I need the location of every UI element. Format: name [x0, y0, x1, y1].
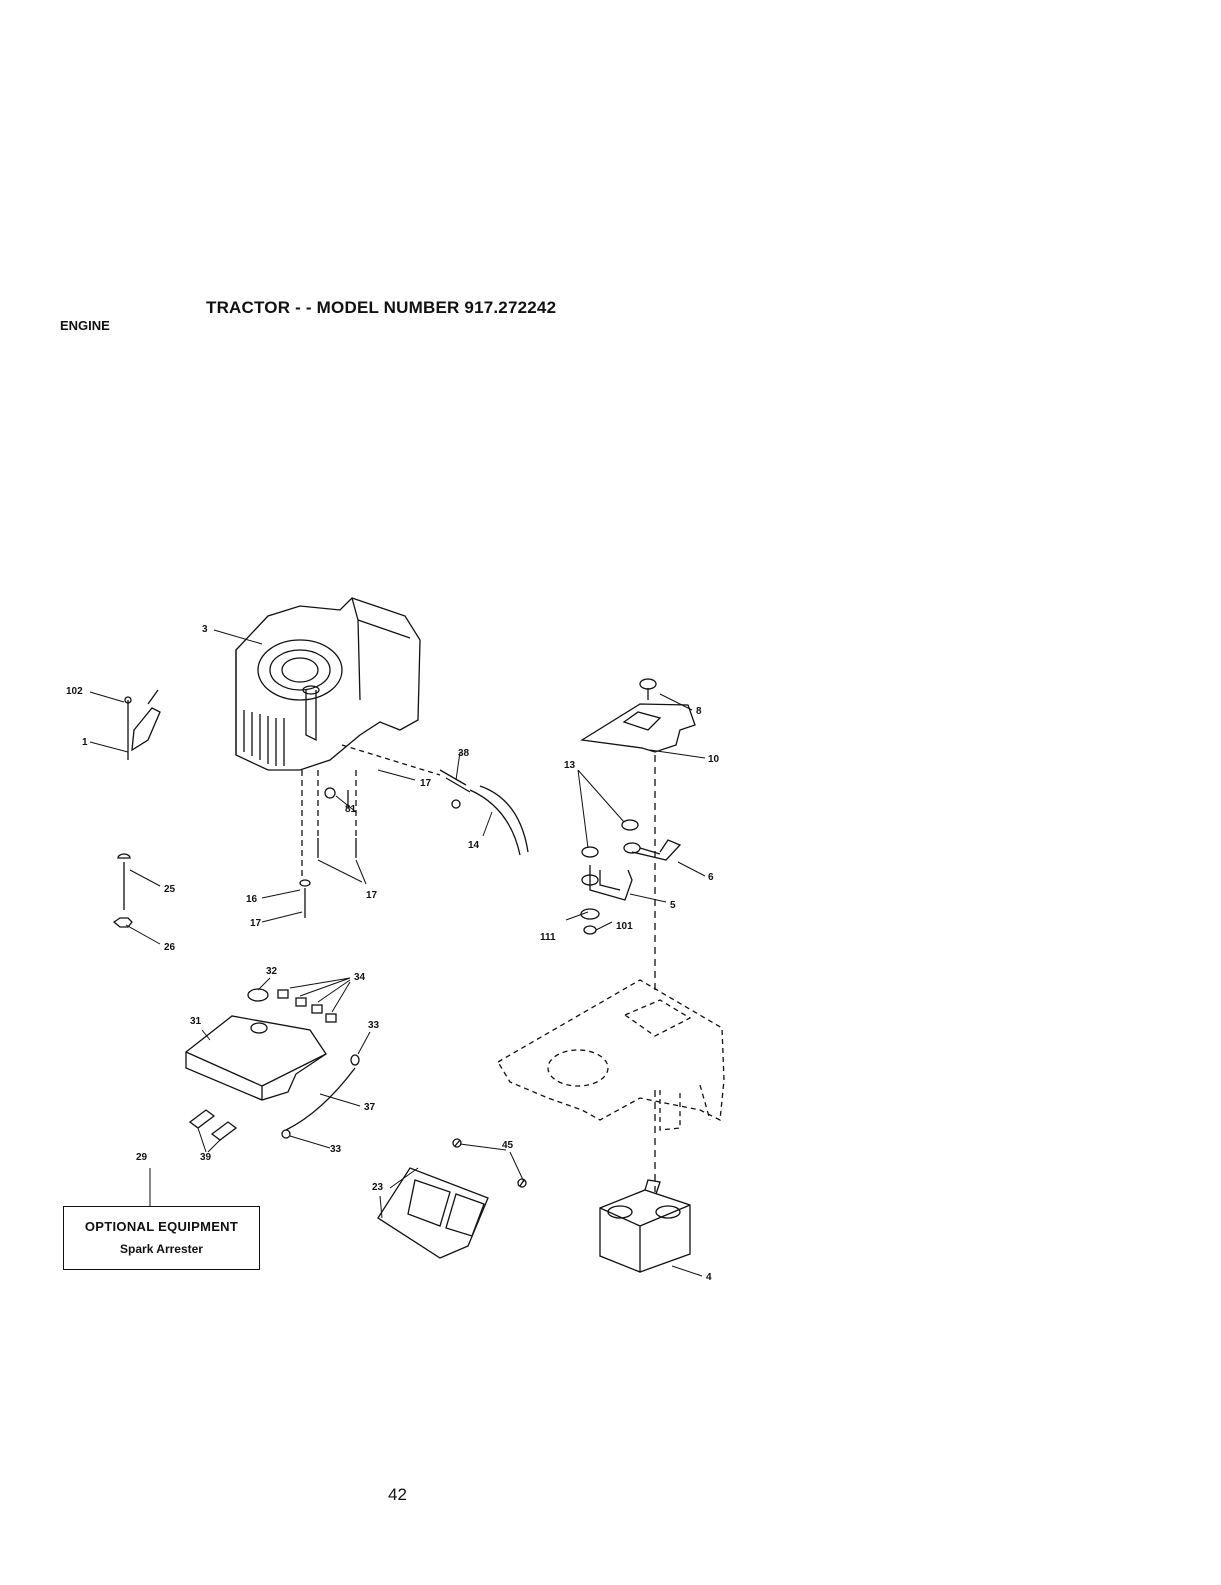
spark-arrester-drawing: [378, 1139, 526, 1258]
callout-1: 1: [82, 737, 88, 748]
engine-drawing: [236, 598, 420, 770]
callout-23: 23: [372, 1182, 384, 1193]
heat-shield-drawing: [582, 704, 695, 752]
callout-16: 16: [246, 894, 258, 905]
air-cleaner-drawing: [186, 989, 359, 1140]
nut-drawing-26: [114, 918, 132, 927]
callout-17: 17: [420, 778, 432, 789]
callout-45: 45: [502, 1140, 514, 1151]
callout-34: 34: [354, 972, 366, 983]
callout-37: 37: [364, 1102, 376, 1113]
callout-13: 13: [564, 760, 576, 771]
callout-111: 111: [540, 932, 556, 943]
throttle-control-drawing: [125, 690, 160, 760]
callout-17c: 17: [366, 890, 378, 901]
callout-31: 31: [190, 1016, 202, 1027]
optional-equipment-subtitle: Spark Arrester: [64, 1242, 259, 1256]
callout-5: 5: [670, 900, 676, 911]
callout-17b: 17: [250, 918, 262, 929]
callout-26: 26: [164, 942, 176, 953]
callout-3: 3: [202, 624, 208, 635]
optional-equipment-title: OPTIONAL EQUIPMENT: [64, 1219, 259, 1234]
part-callouts: 102 1 3 38 17 81 14 8 10 13 6 5 111 101 …: [66, 624, 720, 1283]
callout-81: 81: [345, 804, 357, 815]
bolt-drawing-25: [118, 854, 130, 910]
callout-6: 6: [708, 872, 714, 883]
callout-10: 10: [708, 754, 720, 765]
page-number: 42: [388, 1485, 407, 1505]
callout-32: 32: [266, 966, 278, 977]
callout-4: 4: [706, 1272, 712, 1283]
callout-25: 25: [164, 884, 176, 895]
callout-38: 38: [458, 748, 470, 759]
optional-equipment-box: OPTIONAL EQUIPMENT Spark Arrester: [63, 1206, 260, 1270]
callout-29: 29: [136, 1152, 148, 1163]
callout-102: 102: [66, 686, 83, 697]
callout-33b: 33: [330, 1144, 342, 1155]
callout-14: 14: [468, 840, 480, 851]
frame-drawing: [498, 980, 724, 1130]
muffler-drawing: [600, 1180, 690, 1272]
callout-33: 33: [368, 1020, 380, 1031]
callout-39: 39: [200, 1152, 212, 1163]
callout-101: 101: [616, 921, 633, 932]
callout-8: 8: [696, 706, 702, 717]
